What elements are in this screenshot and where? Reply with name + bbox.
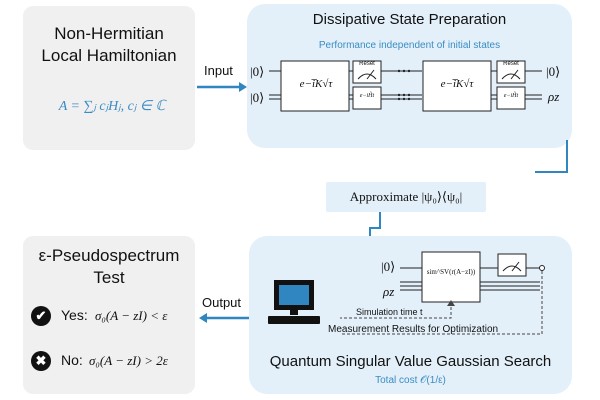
dissipative-subtitle: Performance independent of initial state…: [318, 40, 501, 51]
hamiltonian-formula: A = ∑ⱼ cⱼHⱼ, cⱼ ∈ ℂ: [58, 99, 166, 114]
pseudospectrum-panel: ε-Pseudospectrum Test ✔ Yes: σ₀(A − zI) …: [23, 236, 195, 394]
dissipative-gate-1: e−i̅K√τ: [299, 78, 333, 90]
dissipative-output-top: |0⟩: [546, 64, 561, 79]
search-circuit: [340, 251, 545, 335]
dissipative-ket-bottom: |0⟩: [250, 90, 265, 105]
pseudospectrum-title-line2: Test: [93, 268, 125, 287]
reset-label-1: Reset: [359, 61, 375, 67]
evolve-label-2: e−iH̃t: [503, 93, 519, 99]
search-cost: Total cost 𝒪(1/ε): [375, 375, 446, 386]
simulation-time-label: Simulation time t: [356, 307, 423, 317]
input-label: Input: [204, 63, 233, 78]
approximate-label: Approximate |ψ₀⟩⟨ψ₀|: [349, 189, 463, 204]
reset-label-2: Reset: [503, 61, 519, 67]
input-arrow: [197, 82, 247, 92]
output-label: Output: [202, 295, 242, 310]
hamiltonian-panel: Non-Hermitian Local Hamiltonian A = ∑ⱼ c…: [23, 6, 195, 150]
dissipative-output-bottom: ρz: [548, 89, 560, 104]
search-rho: ρz: [383, 284, 395, 299]
no-condition: σ₀(A − zI) > 2ε: [89, 353, 168, 368]
dissipative-circuit: [269, 60, 542, 112]
cross-icon: ✖: [31, 351, 51, 371]
no-label: No:: [61, 352, 83, 368]
yes-condition: σ₀(A − zI) < ε: [95, 308, 168, 323]
approximate-box: Approximate |ψ₀⟩⟨ψ₀|: [326, 182, 486, 212]
search-ket-zero: |0⟩: [381, 259, 396, 274]
pseudospectrum-title-line1: ε-Pseudospectrum: [38, 246, 180, 265]
evolve-label-1: e−iH̃t: [359, 93, 375, 99]
hamiltonian-title-line2: Local Hamiltonian: [41, 46, 177, 65]
measurement-results-label: Measurement Results for Optimization: [328, 324, 499, 335]
search-title: Quantum Singular Value Gaussian Search: [269, 353, 552, 370]
dissipative-ket-top: |0⟩: [250, 64, 265, 79]
search-sim-gate: sim^SV(r(A−zI)): [426, 268, 476, 276]
check-icon: ✔: [31, 306, 51, 326]
yes-label: Yes:: [61, 307, 88, 323]
hamiltonian-title-line1: Non-Hermitian: [54, 24, 164, 43]
computer-icon: [268, 280, 320, 324]
output-arrow: [199, 313, 249, 323]
dissipative-title: Dissipative State Preparation: [312, 11, 507, 28]
dissipative-gate-2: e−i̅K√τ: [440, 78, 474, 90]
